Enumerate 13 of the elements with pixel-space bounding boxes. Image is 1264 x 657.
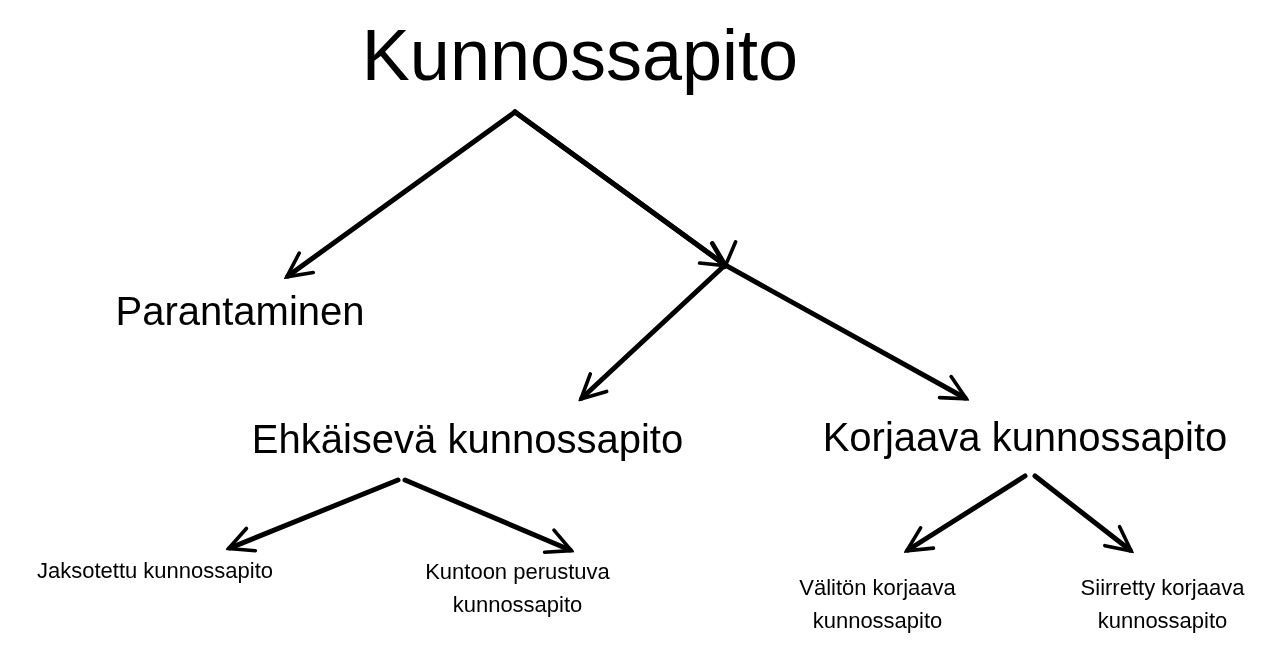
arrow <box>1032 473 1133 553</box>
heading-text: Kunnossapito <box>361 16 799 96</box>
node-label: Siirretty korjaava kunnossapito <box>1079 573 1246 635</box>
node-label: Korjaava kunnossapito <box>822 414 1228 461</box>
node-label: Jaksotettu kunnossapito <box>36 557 273 585</box>
arrow <box>512 109 969 401</box>
node-label: Parantaminen <box>115 288 365 335</box>
node-label: Ehkäisevä kunnossapito <box>251 416 684 463</box>
arrow <box>402 477 574 555</box>
node-label: Välitön korjaava kunnossapito <box>798 573 957 635</box>
arrow <box>226 477 401 553</box>
node-label: Kuntoon perustuva kunnossapito <box>424 557 611 619</box>
arrow <box>904 473 1028 553</box>
